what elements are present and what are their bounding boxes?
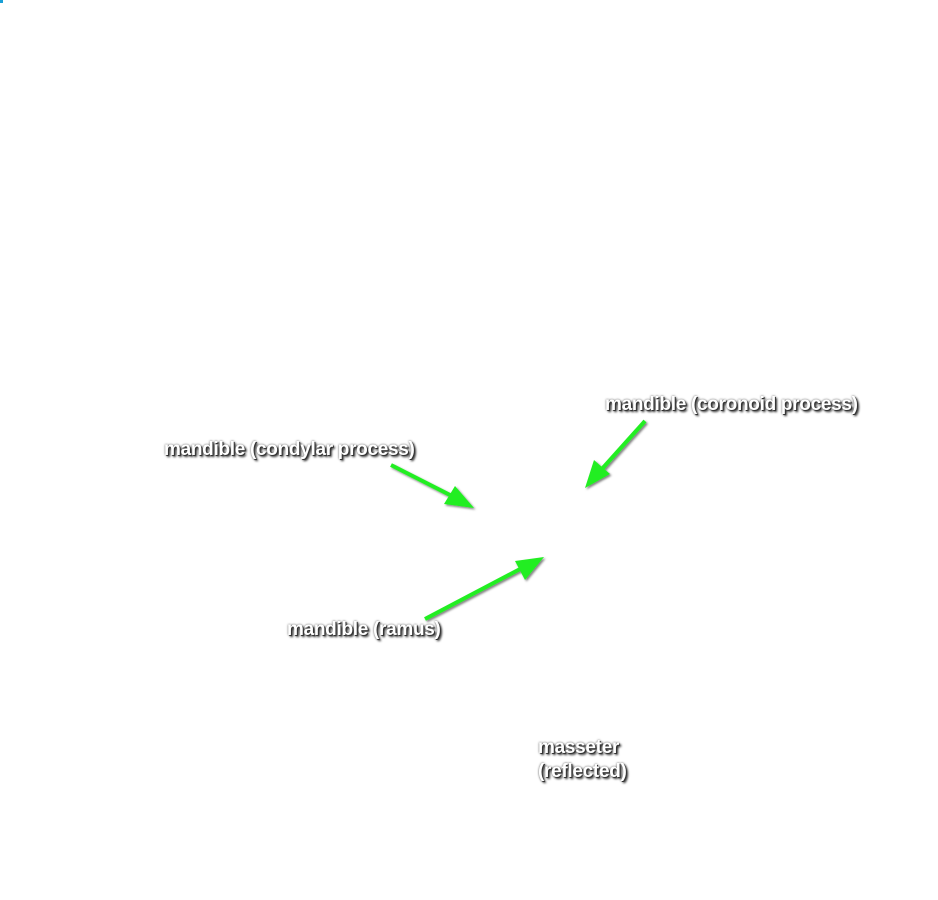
label-ramus: mandible (ramus)	[287, 619, 441, 640]
label-masseter: masseter (reflected)	[538, 736, 627, 784]
label-condylar-process: mandible (condylar process)	[164, 439, 415, 460]
label-masseter-line2: (reflected)	[538, 761, 627, 782]
label-coronoid-process: mandible (coronoid process)	[605, 394, 858, 415]
arrow-condylar	[390, 463, 474, 508]
arrow-coronoid	[585, 419, 647, 488]
corner-marker	[0, 0, 3, 3]
label-masseter-line1: masseter	[538, 737, 620, 758]
arrow-ramus	[424, 557, 544, 621]
